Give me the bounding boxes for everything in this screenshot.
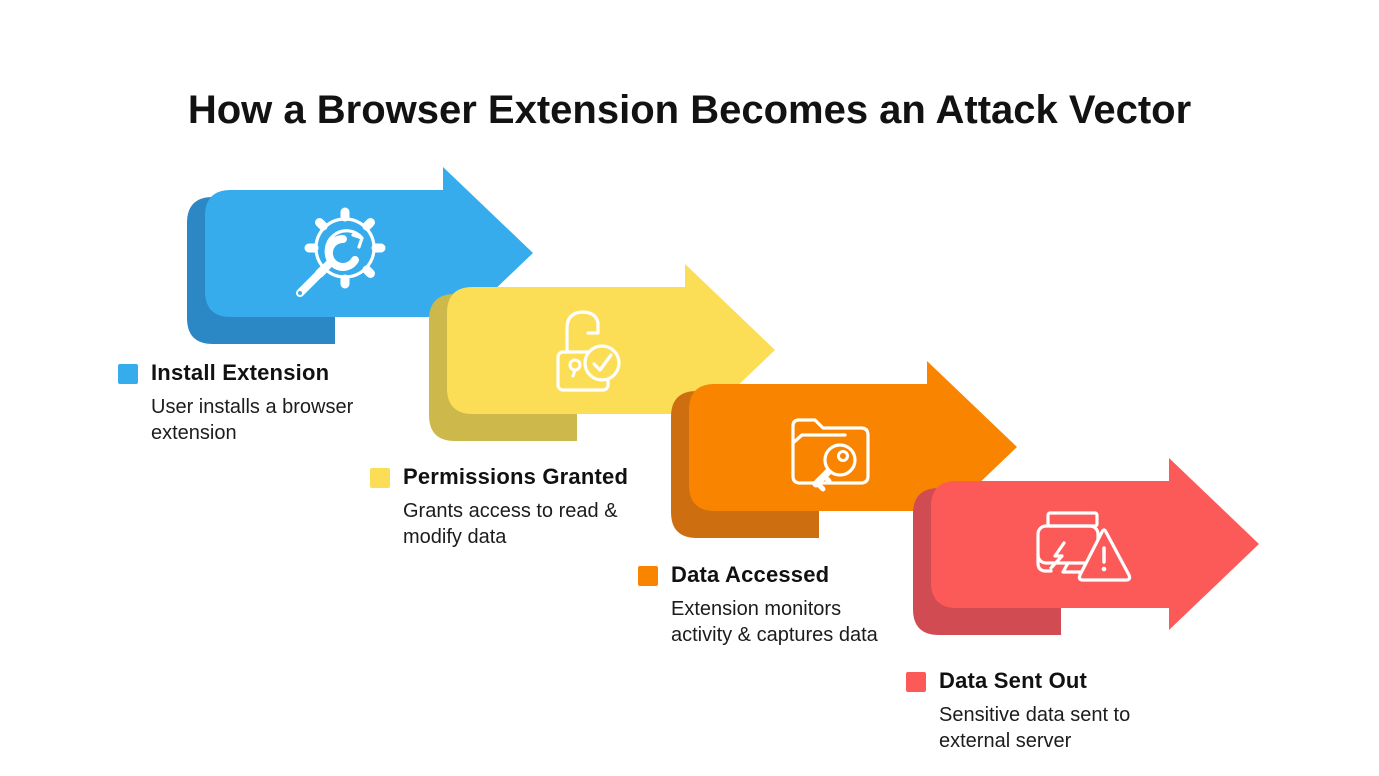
step-bullet (370, 468, 390, 488)
step-title: Data Sent Out (939, 668, 1088, 693)
step-description: Extension monitors activity & captures d… (671, 598, 878, 646)
step-title: Permissions Granted (403, 464, 629, 489)
step-description: Sensitive data sent to external server (939, 704, 1131, 752)
step-description: User installs a browser extension (151, 396, 354, 444)
step-arrow-4 (913, 458, 1259, 635)
gear-wrench-icon (296, 207, 386, 297)
step-label-3: Data Accessed Extension monitors activit… (638, 562, 938, 648)
step-label-4: Data Sent Out Sensitive data sent to ext… (906, 668, 1186, 754)
step-description: Grants access to read & modify data (403, 500, 618, 548)
step-bullet (638, 566, 658, 586)
folder-key-icon (791, 418, 870, 492)
page-title: How a Browser Extension Becomes an Attac… (187, 88, 1192, 132)
step-title: Data Accessed (671, 562, 830, 587)
step-label-1: Install Extension User installs a browse… (118, 360, 388, 446)
step-label-2: Permissions Granted Grants access to rea… (370, 464, 660, 550)
unlocked-padlock-check-icon (556, 310, 621, 392)
step-bullet (118, 364, 138, 384)
data-exfiltration-warning-icon (1036, 511, 1132, 582)
step-title: Install Extension (151, 360, 330, 385)
step-bullet (906, 672, 926, 692)
